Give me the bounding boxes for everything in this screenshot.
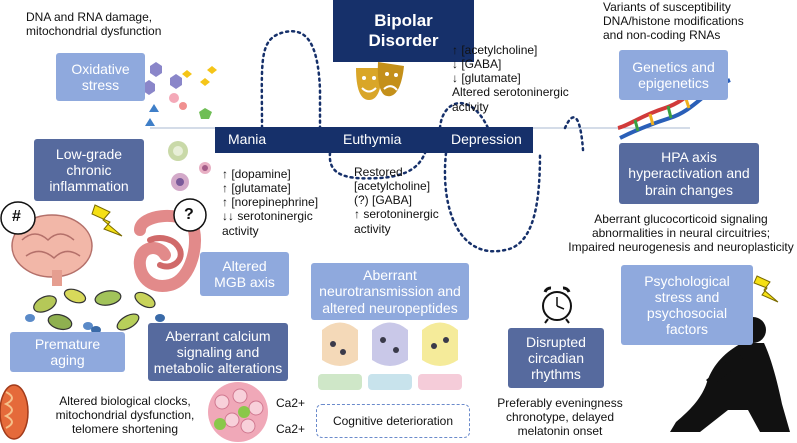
genetics-box: Genetics and epigenetics: [619, 50, 728, 100]
calcium-signaling-box: Aberrant calcium signaling and metabolic…: [148, 323, 288, 381]
brain-symbol: #: [12, 208, 21, 225]
inflammation-box: Low-grade chronic inflammation: [34, 139, 144, 201]
euthymia-neurotransmitter-text: Restored [acetylcholine] (?) [GABA] ↑ se…: [354, 165, 439, 236]
brain-icon: [11, 214, 93, 286]
biological-clocks-text: Altered biological clocks, mitochondrial…: [55, 394, 195, 437]
susceptibility-text: Variants of susceptibility DNA/histone m…: [603, 0, 744, 43]
synapse-icon: [318, 311, 462, 390]
bacteria-icon: [25, 288, 165, 334]
dna-damage-text: DNA and RNA damage, mitochondrial dysfun…: [26, 10, 162, 39]
circadian-rhythms-box: Disrupted circadian rhythms: [508, 328, 604, 388]
depression-neurotransmitter-text: ↑ [acetylcholine] ↓ [GABA] ↓ [glutamate]…: [452, 43, 569, 114]
lightning-icon: [91, 204, 123, 237]
mood-state-bar: Mania Euthymia Depression: [215, 127, 533, 153]
hpa-axis-box: HPA axis hyperactivation and brain chang…: [619, 143, 759, 204]
mood-euthymia: Euthymia: [343, 131, 402, 147]
neurotransmission-box: Aberrant neurotransmission and altered n…: [311, 263, 469, 320]
cognitive-deterioration-box: Cognitive deterioration: [316, 404, 470, 438]
mood-curve: [260, 30, 585, 253]
mania-neurotransmitter-text: ↑ [dopamine] ↑ [glutamate] ↑ [norepineph…: [222, 167, 319, 238]
cell-icon: [208, 382, 268, 442]
silhouette-person-icon: [670, 317, 790, 432]
molecule-icon: [143, 62, 217, 126]
intestine-icon: [133, 209, 201, 292]
thought-bubble-gut: [173, 198, 207, 232]
mitochondria-icon: [0, 384, 29, 440]
thought-bubble-brain: [0, 201, 36, 235]
alarm-clock-icon: [542, 286, 572, 324]
chronotype-text: Preferably eveningness chronotype, delay…: [497, 396, 623, 439]
immune-cells-icon: [168, 141, 211, 191]
calcium-label-bottom: Ca2+: [276, 422, 306, 436]
mood-depression: Depression: [451, 131, 522, 147]
glucocorticoid-text: Aberrant glucocorticoid signaling abnorm…: [568, 212, 794, 255]
gut-symbol: ?: [184, 206, 194, 223]
calcium-label-top: Ca2+: [276, 396, 306, 410]
psychological-stress-box: Psychological stress and psychosocial fa…: [621, 265, 753, 345]
premature-aging-box: Premature aging: [10, 332, 125, 372]
lightning-icon: [753, 275, 779, 303]
oxidative-stress-box: Oxidative stress: [56, 53, 145, 101]
title-box: Bipolar Disorder: [333, 0, 474, 62]
mood-mania: Mania: [228, 131, 267, 147]
theater-masks-icon: [356, 62, 404, 100]
mgb-axis-box: Altered MGB axis: [200, 252, 289, 296]
